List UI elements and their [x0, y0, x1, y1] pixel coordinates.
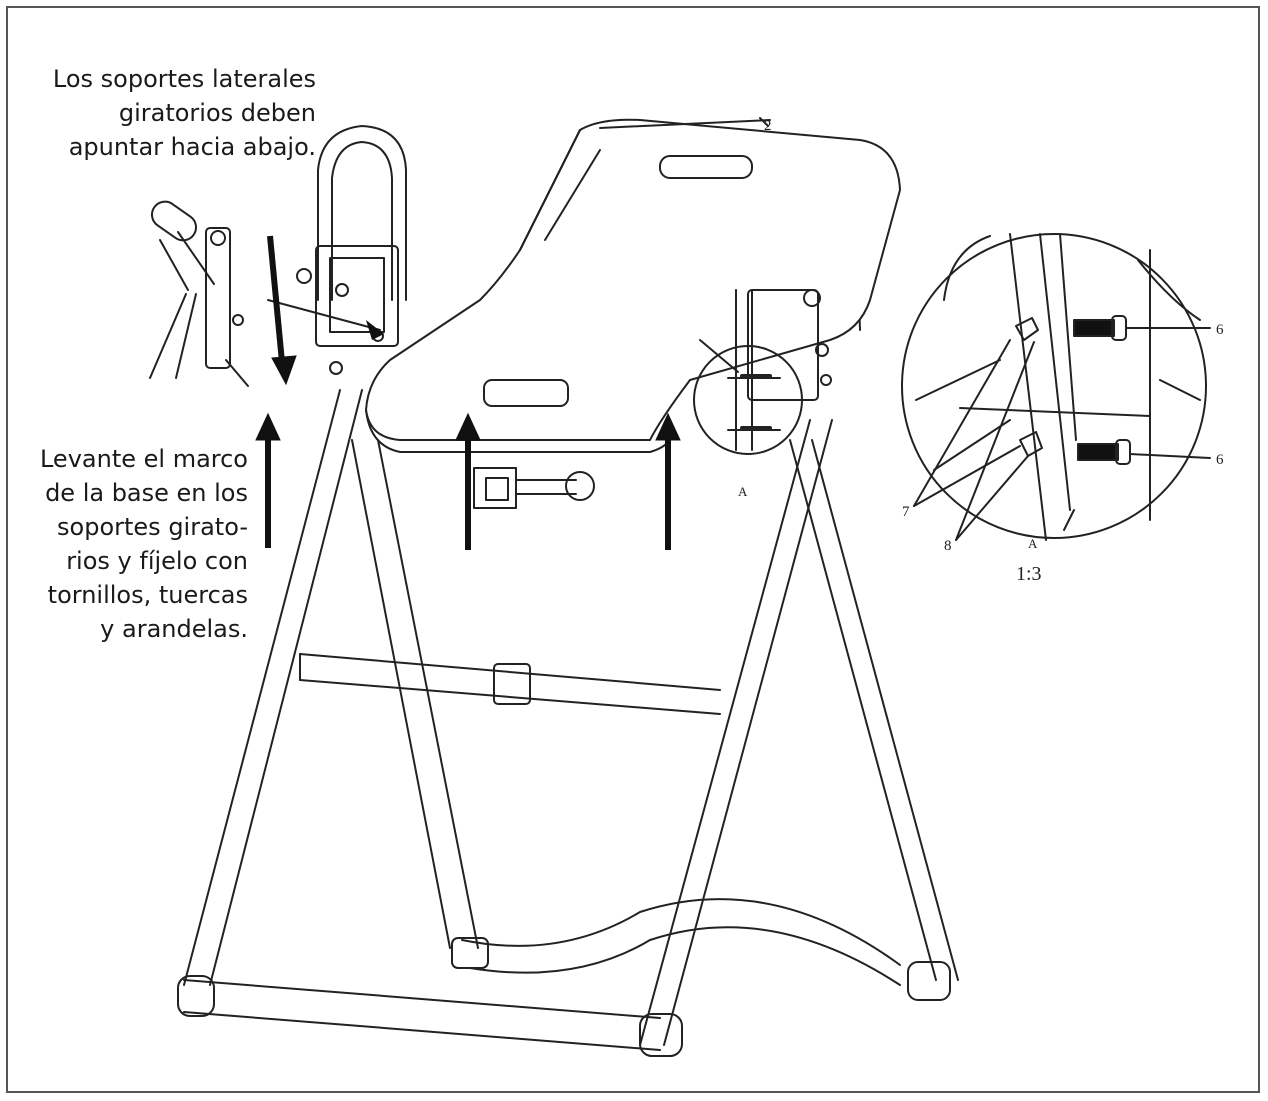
left-hinge-bracket — [296, 245, 399, 375]
table-backrest — [365, 117, 901, 453]
arrow-up-left — [255, 412, 281, 548]
part-label-2: 2 — [764, 118, 772, 134]
instruction-lift-base-frame: Levante el marco de la base en los sopor… — [22, 442, 248, 646]
instruction-line: Los soportes laterales — [52, 65, 316, 93]
detail-marker-circle — [693, 345, 803, 455]
rear-base-bar — [451, 898, 951, 1001]
arrow-down — [267, 235, 297, 386]
back-frame — [351, 439, 959, 981]
arrow-up-center — [455, 412, 481, 550]
cross-bar — [299, 653, 721, 715]
instruction-line: soportes girato- — [57, 513, 248, 541]
instruction-line: de la base en los — [45, 479, 248, 507]
part-label-6-top: 6 — [1216, 322, 1224, 338]
instruction-line: Levante el marco — [39, 445, 248, 473]
instruction-line: giratorios deben — [118, 99, 316, 127]
instruction-line: apuntar hacia abajo. — [68, 133, 316, 161]
diagram-border — [6, 6, 1260, 1093]
front-base-bar — [177, 975, 683, 1057]
left-handle-bar — [317, 125, 407, 301]
instruction-swivel-supports: Los soportes laterales giratorios deben … — [30, 62, 316, 164]
detail-a-view — [901, 233, 1211, 541]
part-label-7: 7 — [902, 504, 910, 520]
detail-ref-label: A — [738, 484, 748, 499]
front-left-leg — [183, 389, 363, 986]
instruction-line: rios y fíjelo con — [66, 547, 248, 575]
center-mount-tube — [473, 467, 595, 509]
callout-leader — [267, 299, 381, 331]
swivel-side-support — [149, 200, 249, 387]
callout-arrowhead — [366, 320, 384, 340]
detail-title: A — [1028, 536, 1038, 551]
detail-scale: 1:3 — [1016, 563, 1042, 585]
front-right-leg — [639, 419, 833, 1046]
instruction-line: y arandelas. — [100, 615, 248, 643]
part-label-6-bottom: 6 — [1216, 452, 1224, 468]
arrow-up-right — [655, 412, 681, 550]
detail-leader — [699, 339, 739, 373]
instruction-line: tornillos, tuercas — [47, 581, 248, 609]
part-label-8: 8 — [944, 538, 952, 554]
